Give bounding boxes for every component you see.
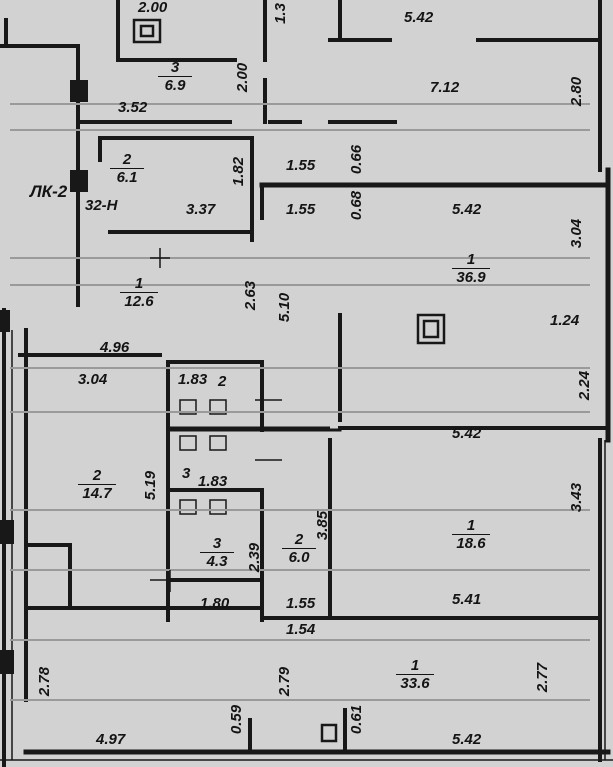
fixture	[209, 435, 227, 451]
dimension: 5.42	[452, 201, 482, 218]
dimension: 5.42	[452, 731, 482, 748]
dimension: 1.55	[286, 595, 316, 612]
window-markers	[0, 80, 88, 674]
room-number: 3	[182, 465, 191, 482]
dimension: 3.52	[118, 99, 148, 116]
dimension: 3.37	[186, 201, 216, 218]
dimension: 2.63	[242, 280, 260, 311]
dimension: 5.10	[276, 292, 294, 323]
dimension: 4.96	[100, 339, 130, 356]
window-marker	[0, 650, 14, 674]
dimension: 2.00	[138, 0, 168, 16]
shaft-center-inner	[422, 319, 440, 339]
dimension: 1.24	[550, 312, 580, 329]
dimension: 1.55	[286, 201, 316, 218]
dimension: 0.66	[348, 144, 366, 175]
dimension: 2.77	[534, 662, 552, 693]
dimension: 3.43	[568, 482, 586, 513]
dimension: 5.41	[452, 591, 482, 608]
dimension: 4.97	[96, 731, 126, 748]
dimension: 3.04	[568, 218, 586, 249]
dimension: 1.83	[178, 371, 208, 388]
window-marker	[70, 170, 88, 192]
dimension: 5.42	[404, 9, 434, 26]
shafts	[132, 18, 446, 743]
dimension: 5.42	[452, 425, 482, 442]
window-marker	[70, 80, 88, 102]
dimension: 5.19	[142, 470, 160, 501]
dimension: 2.80	[568, 76, 586, 107]
dimension: 0.61	[348, 704, 366, 735]
dimension: 2.00	[234, 62, 252, 93]
dimension: 1.55	[286, 157, 316, 174]
dimension: 0.59	[228, 704, 246, 735]
room-number: 2	[218, 373, 227, 390]
window-marker	[0, 520, 14, 544]
dimension: 1.80	[200, 595, 230, 612]
outer-lines	[0, 330, 613, 761]
dimension: 7.12	[430, 79, 460, 96]
dimension: 2.78	[36, 666, 54, 697]
fixtures	[170, 399, 330, 515]
dimension: 2.39	[246, 542, 264, 573]
fixture	[179, 499, 197, 515]
window-marker	[0, 310, 10, 332]
dimension: 1.82	[230, 156, 248, 187]
markers	[150, 248, 282, 592]
dimension: 1.83	[198, 473, 228, 490]
dimension: 2.79	[276, 666, 294, 697]
shaft-bottom	[320, 723, 338, 743]
fixture	[209, 399, 227, 415]
fixture	[209, 499, 227, 515]
fixture	[179, 435, 197, 451]
dimension: 0.68	[348, 190, 366, 221]
ghost-lines	[10, 103, 590, 701]
elevator-label: ЛК-2	[30, 182, 68, 201]
stair-label: 32-Н	[85, 197, 118, 214]
dimension: 2.24	[576, 370, 594, 401]
dimension: 1.54	[286, 621, 316, 638]
dimension: 1.3	[271, 3, 289, 24]
dimension: 3.85	[314, 510, 332, 541]
fixture	[179, 399, 197, 415]
dimension: 3.04	[78, 371, 108, 388]
shaft-top-inner	[139, 24, 155, 38]
